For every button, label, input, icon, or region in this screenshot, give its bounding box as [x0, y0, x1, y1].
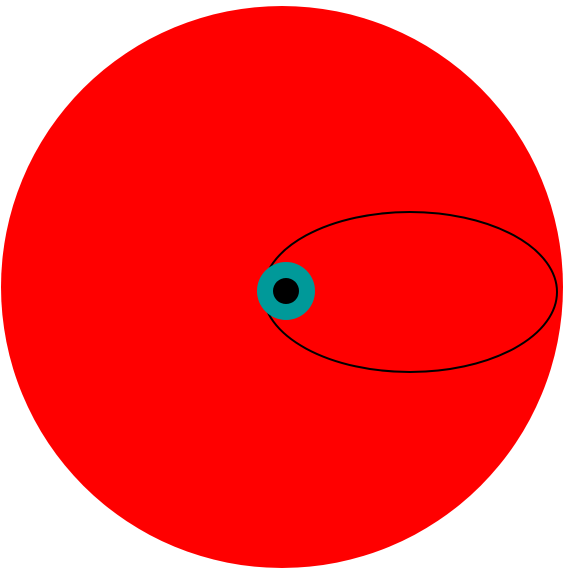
- black-center-dot: [273, 278, 299, 304]
